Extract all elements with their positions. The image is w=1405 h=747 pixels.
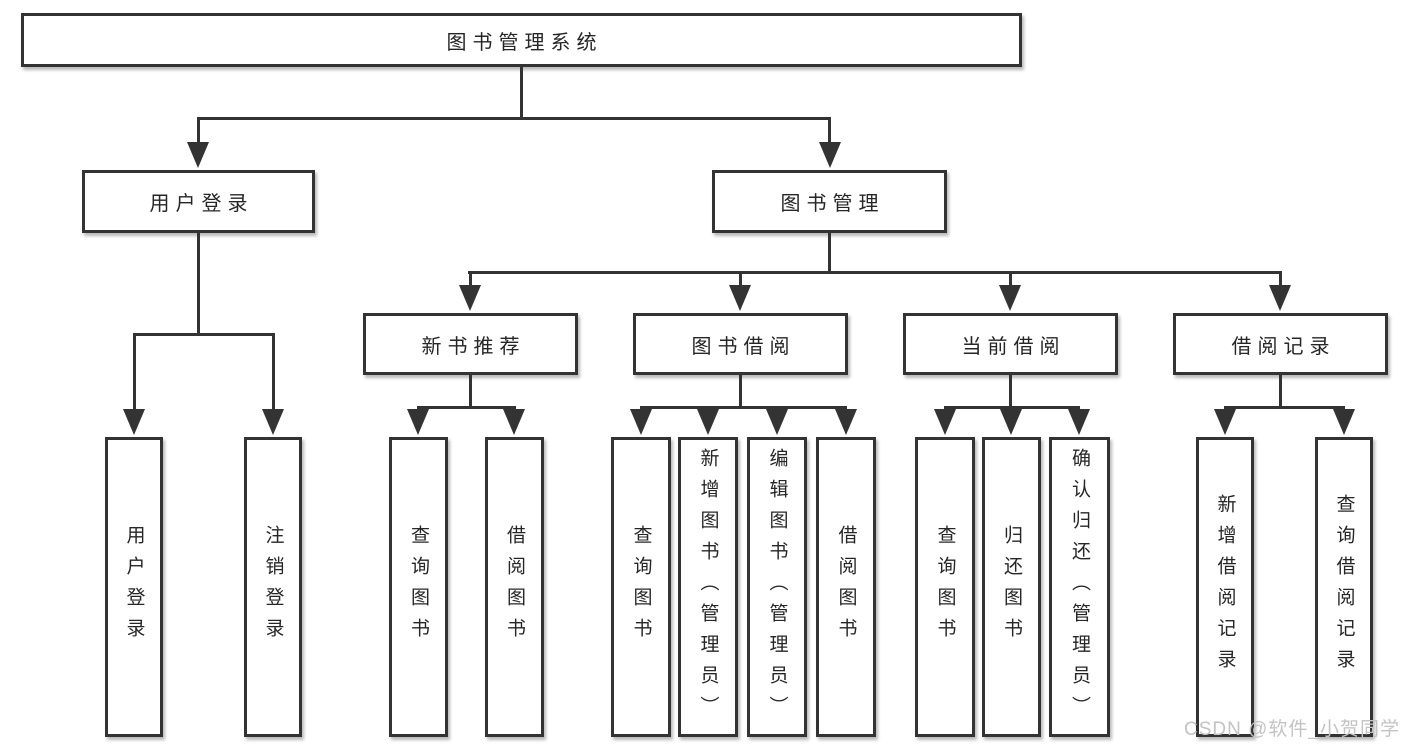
arrow-down-icon bbox=[1269, 285, 1291, 311]
leaf-query-borrow-record: 查询借阅记录 bbox=[1315, 437, 1373, 737]
arrow-down-icon bbox=[697, 409, 719, 435]
leaf-edit-books-admin: 编辑图书（管理员） bbox=[747, 437, 807, 737]
connector-user-login-branch bbox=[133, 333, 275, 336]
leaf-query-books-borrowing: 查询图书 bbox=[611, 437, 671, 737]
connector-current-borrowing-branch bbox=[944, 406, 1080, 409]
connector-drop-leaf-login bbox=[133, 333, 136, 413]
node-root: 图书管理系统 bbox=[21, 13, 1022, 67]
arrow-down-icon bbox=[729, 285, 751, 311]
arrow-down-icon bbox=[503, 409, 525, 435]
connector-drop-book-management bbox=[828, 117, 831, 147]
arrow-down-icon bbox=[262, 409, 284, 435]
arrow-down-icon bbox=[459, 285, 481, 311]
connector-drop-user-login bbox=[197, 117, 200, 147]
leaf-logout: 注销登录 bbox=[244, 437, 302, 737]
leaf-confirm-return-admin: 确认归还（管理员） bbox=[1049, 437, 1110, 737]
arrow-down-icon bbox=[1000, 409, 1022, 435]
arrow-down-icon bbox=[934, 409, 956, 435]
connector-borrowing-records-branch bbox=[1224, 406, 1345, 409]
arrow-down-icon bbox=[407, 409, 429, 435]
arrow-down-icon bbox=[835, 409, 857, 435]
connector-level2-branch bbox=[197, 117, 831, 120]
node-book-management: 图书管理 bbox=[712, 170, 947, 233]
arrow-down-icon bbox=[819, 142, 841, 168]
leaf-add-books-admin: 新增图书（管理员） bbox=[678, 437, 738, 737]
connector-drop-new-book bbox=[469, 271, 472, 289]
connector-root-stem bbox=[520, 66, 523, 119]
arrow-down-icon bbox=[766, 409, 788, 435]
connector-drop-book-borrowing bbox=[739, 271, 742, 289]
connector-borrowing-records-stem bbox=[1279, 374, 1282, 408]
leaf-add-borrow-record: 新增借阅记录 bbox=[1196, 437, 1254, 737]
leaf-borrow-books-recommend: 借阅图书 bbox=[485, 437, 544, 737]
node-book-borrowing: 图书借阅 bbox=[633, 313, 848, 375]
connector-drop-current-borrowing bbox=[1009, 271, 1012, 289]
leaf-query-books-recommend: 查询图书 bbox=[389, 437, 448, 737]
arrow-down-icon bbox=[1068, 409, 1090, 435]
leaf-query-books-current: 查询图书 bbox=[915, 437, 975, 737]
leaf-return-books: 归还图书 bbox=[982, 437, 1041, 737]
arrow-down-icon bbox=[187, 142, 209, 168]
node-current-borrowing: 当前借阅 bbox=[903, 313, 1118, 375]
leaf-user-login: 用户登录 bbox=[105, 437, 163, 737]
connector-current-borrowing-stem bbox=[1009, 374, 1012, 408]
connector-drop-borrowing-records bbox=[1279, 271, 1282, 289]
connector-drop-leaf-logout bbox=[272, 333, 275, 413]
connector-level3-branch bbox=[468, 271, 1282, 274]
node-new-book-recommendation: 新书推荐 bbox=[363, 313, 578, 375]
connector-book-management-stem bbox=[828, 232, 831, 273]
csdn-watermark: CSDN @软件_小贺同学 bbox=[1184, 719, 1400, 740]
connector-new-book-stem bbox=[469, 374, 472, 408]
node-user-login: 用户登录 bbox=[82, 170, 315, 233]
arrow-down-icon bbox=[123, 409, 145, 435]
arrow-down-icon bbox=[999, 285, 1021, 311]
leaf-borrow-books-borrowing: 借阅图书 bbox=[816, 437, 876, 737]
connector-book-borrowing-stem bbox=[739, 374, 742, 408]
connector-new-book-branch bbox=[417, 406, 516, 409]
arrow-down-icon bbox=[1214, 409, 1236, 435]
arrow-down-icon bbox=[1333, 409, 1355, 435]
connector-user-login-stem bbox=[197, 232, 200, 335]
node-borrowing-records: 借阅记录 bbox=[1173, 313, 1388, 375]
connector-book-borrowing-branch bbox=[640, 406, 847, 409]
arrow-down-icon bbox=[630, 409, 652, 435]
